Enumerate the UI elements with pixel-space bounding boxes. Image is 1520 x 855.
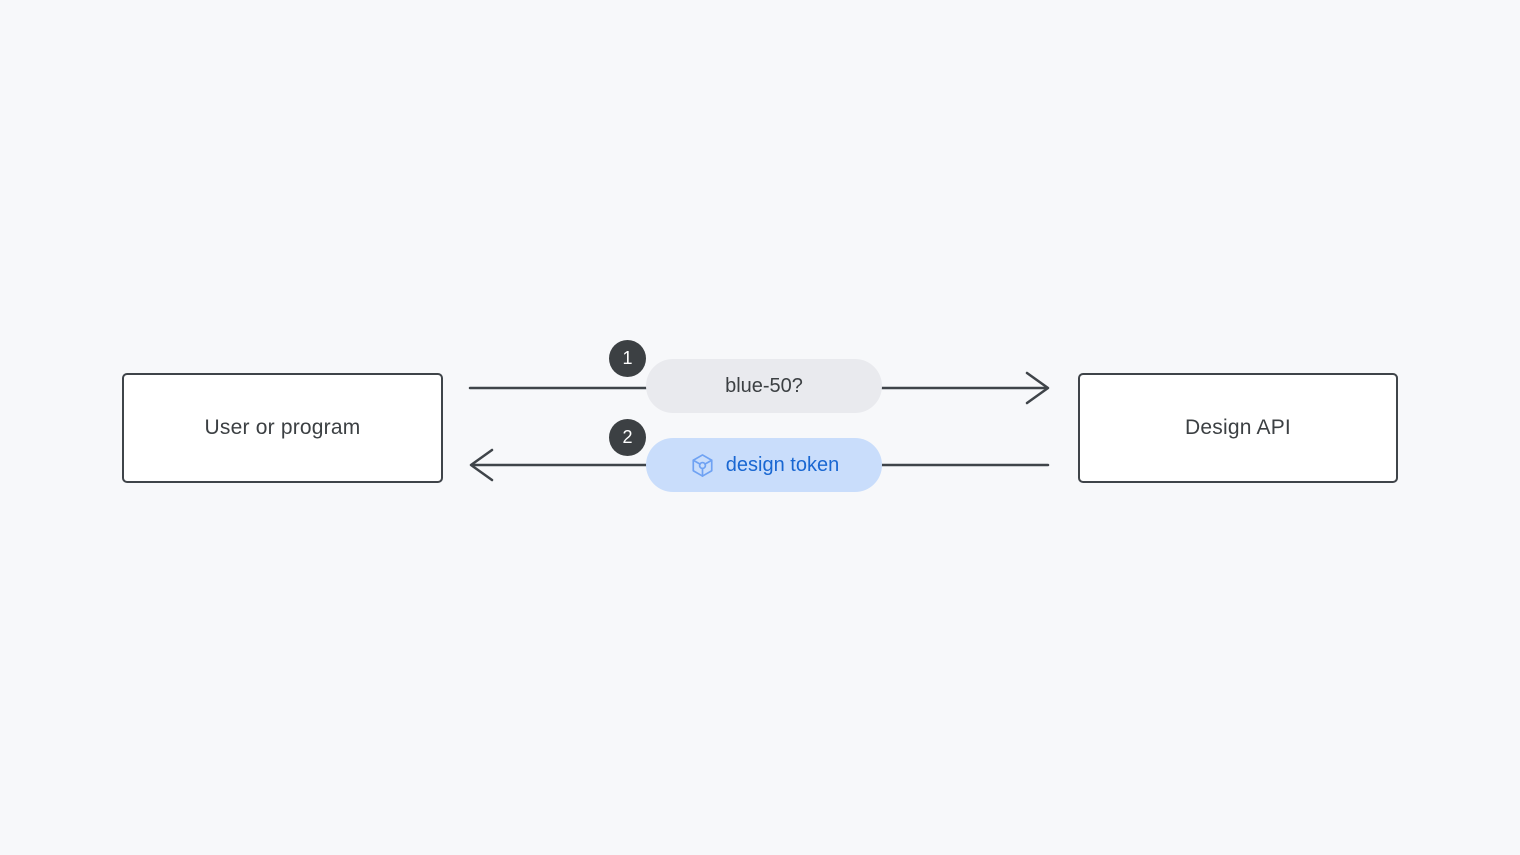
node-user-label: User or program (204, 416, 361, 439)
step-badge-1-number: 1 (622, 348, 633, 368)
node-api-label: Design API (1185, 416, 1291, 439)
step-badge-2-number: 2 (622, 427, 633, 447)
request-label-pill: blue-50? (646, 359, 882, 413)
response-label-pill: design token (646, 438, 882, 492)
step-badge-2: 2 (609, 419, 646, 456)
node-design-api: Design API (1078, 373, 1398, 483)
step-badge-1: 1 (609, 340, 646, 377)
request-arrow-head (1025, 371, 1050, 405)
response-label: design token (725, 453, 840, 476)
node-user-or-program: User or program (122, 373, 443, 483)
request-label: blue-50? (725, 374, 803, 397)
response-arrow-head (469, 448, 494, 482)
token-icon (689, 452, 716, 479)
